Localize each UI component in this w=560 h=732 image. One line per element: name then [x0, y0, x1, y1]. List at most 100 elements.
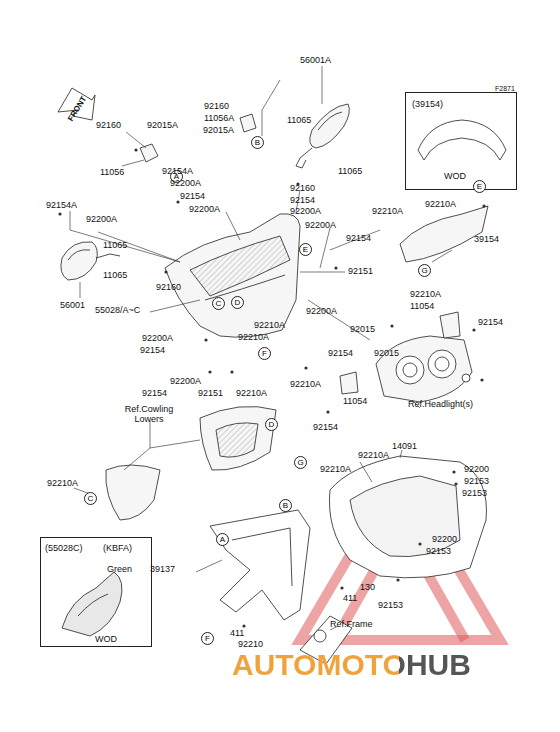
reference-note: Ref.Frame — [330, 619, 373, 629]
part-number: 411 — [343, 593, 357, 603]
part-number: 11054 — [410, 301, 434, 311]
part-number: F2871 — [495, 84, 515, 94]
bolts — [58, 148, 485, 627]
part-number: 56001A — [300, 55, 331, 65]
part-number: 92153 — [426, 546, 451, 556]
reference-circle: F — [258, 347, 271, 360]
reference-letter: A — [220, 536, 225, 544]
part-number: 92015 — [350, 324, 375, 334]
reference-letter: F — [262, 350, 267, 358]
inset-text: (39154) — [412, 99, 443, 109]
inset-text: (55028C) — [45, 543, 83, 553]
part-number: 92154A — [162, 166, 193, 176]
part-number: 92154 — [290, 195, 315, 205]
reference-letter: D — [235, 299, 241, 307]
part-number: 92154 — [478, 317, 503, 327]
reference-letter: G — [421, 267, 427, 275]
reference-letter: C — [88, 495, 94, 503]
reference-circle: D — [265, 418, 278, 431]
reference-circle: C — [84, 492, 97, 505]
part-number: 92015A — [147, 120, 178, 130]
inner-panel — [329, 456, 486, 578]
part-number: 92160 — [96, 120, 121, 130]
reference-letter: D — [269, 421, 275, 429]
green-cowl — [62, 572, 122, 636]
part-number: 92154A — [46, 200, 77, 210]
inset-box: (39154) WOD — [405, 92, 517, 190]
reference-circle: E — [299, 243, 312, 256]
inset-text: WOD — [444, 171, 466, 181]
part-number: 11065 — [103, 270, 127, 280]
mirror — [310, 104, 350, 148]
headlight — [376, 336, 472, 402]
inset-text: Green — [107, 564, 132, 574]
part-number: 92151 — [348, 266, 373, 276]
reference-letter: G — [297, 459, 303, 467]
part-number: 92154 — [142, 388, 167, 398]
part-number: 11054 — [343, 396, 367, 406]
inset-text: (KBFA) — [103, 543, 132, 553]
part-number: 92200A — [170, 178, 201, 188]
reference-letter: F — [205, 635, 210, 643]
part-number: 92210A — [372, 206, 403, 216]
part-number: 130 — [360, 582, 375, 592]
part-number: 11056A — [204, 113, 234, 123]
part-number: 92154 — [140, 345, 165, 355]
part-number: 92200 — [464, 464, 489, 474]
reference-letter: B — [283, 502, 288, 510]
part-number: 92200A — [142, 333, 173, 343]
watermark: AUTOMOTOHUB — [232, 648, 471, 682]
part-number: 92015A — [203, 125, 234, 135]
part-number: 411 — [230, 628, 244, 638]
bracket — [340, 372, 358, 394]
bracket — [440, 312, 460, 338]
cowl-side — [106, 465, 160, 520]
part-number: 92200A — [290, 206, 321, 216]
part-number: 92210A — [47, 478, 78, 488]
part-number: 56001 — [60, 300, 85, 310]
bracket — [240, 114, 256, 132]
reference-note: Ref.Headlight(s) — [408, 399, 473, 409]
part-number: 92200A — [170, 376, 201, 386]
part-number: 92200A — [86, 214, 117, 224]
part-number: 92210A — [410, 289, 441, 299]
reference-note: Ref.Cowling Lowers — [118, 404, 180, 424]
part-number: 39154 — [474, 234, 499, 244]
upper-cowl — [165, 214, 300, 337]
inset-box: (55028C)(KBFA)GreenWOD — [40, 537, 152, 647]
part-number: 92210A — [236, 388, 267, 398]
reference-letter: C — [216, 300, 222, 308]
part-number: 92200A — [189, 204, 220, 214]
part-number: 39137 — [150, 564, 175, 574]
part-number: 92160 — [156, 282, 181, 292]
part-number: 92153 — [378, 600, 403, 610]
windshield — [418, 120, 506, 160]
part-number: 92153 — [464, 476, 489, 486]
part-number: 92210A — [238, 332, 269, 342]
cowl-stay — [210, 510, 310, 620]
part-number: 11065 — [103, 240, 127, 250]
part-number: 92210A — [290, 379, 321, 389]
reference-circle: C — [212, 297, 225, 310]
part-number: 92160 — [290, 183, 315, 193]
reference-circle: F — [201, 632, 214, 645]
part-number: 14091 — [392, 441, 417, 451]
part-number: 92160 — [204, 101, 229, 111]
part-number: 92154 — [180, 191, 205, 201]
part-number: 92200A — [306, 306, 337, 316]
reference-circle: A — [216, 533, 229, 546]
part-number: 11056 — [100, 167, 124, 177]
part-number: 92153 — [462, 488, 487, 498]
part-number: 92154 — [346, 233, 371, 243]
part-number: 92210A — [358, 450, 389, 460]
part-number: 11065 — [287, 115, 311, 125]
reference-circle: E — [473, 180, 486, 193]
cowling-lower — [200, 406, 276, 470]
part-number: 92200A — [305, 220, 336, 230]
reference-letter: E — [477, 183, 482, 191]
part-number: 92210A — [320, 464, 351, 474]
part-number: 92154 — [313, 422, 338, 432]
reference-letter: B — [255, 139, 260, 147]
